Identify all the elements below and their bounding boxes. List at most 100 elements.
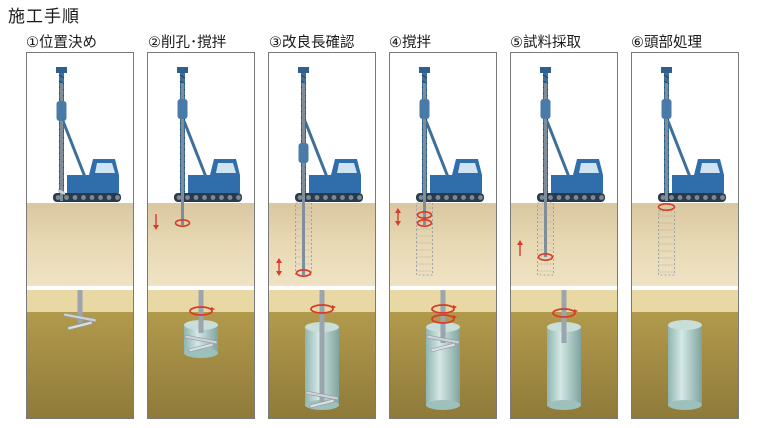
drill-rod xyxy=(302,83,305,275)
rotation-arrow-head xyxy=(453,315,457,319)
track-wheel xyxy=(331,195,337,200)
track-wheel xyxy=(323,195,328,200)
section-drill-rod xyxy=(77,290,83,323)
step-panel-5 xyxy=(510,52,618,419)
mast-lattice xyxy=(58,80,65,85)
drive-motor xyxy=(177,99,188,119)
section-gap xyxy=(269,286,375,290)
track-wheel xyxy=(210,195,216,200)
section-clay-layer xyxy=(27,312,133,418)
machine-body xyxy=(309,175,361,193)
arrow-head-up xyxy=(517,240,523,245)
section-rotation-ring xyxy=(189,306,213,316)
mast-head xyxy=(177,67,188,73)
track-wheel xyxy=(106,195,112,200)
upper-soil xyxy=(511,203,617,286)
upper-soil xyxy=(148,203,254,286)
rotation-arrow-head xyxy=(211,307,215,311)
drive-motor xyxy=(298,143,309,163)
backstay xyxy=(182,120,208,178)
mast-head xyxy=(56,67,67,73)
upper-soil xyxy=(390,203,496,286)
step-6-illustration xyxy=(632,53,738,418)
rotation-ring xyxy=(295,269,312,278)
step-panel-6 xyxy=(631,52,739,419)
rotation-ring xyxy=(416,211,433,220)
crawler-track xyxy=(53,193,121,202)
arrow-head-up xyxy=(276,258,282,263)
rotation-arrow-head xyxy=(332,305,336,309)
step-label-4: ④撹拌 xyxy=(389,35,431,51)
section-drill-rod xyxy=(440,290,446,343)
track-wheel xyxy=(115,195,120,200)
mixing-blade xyxy=(188,342,214,353)
track-wheel xyxy=(435,195,441,200)
mast-head xyxy=(661,67,672,73)
step-panel-1 xyxy=(26,52,134,419)
column-top xyxy=(668,320,702,330)
crawler-track xyxy=(174,193,242,202)
machine-body xyxy=(188,175,240,193)
track-wheel xyxy=(348,195,354,200)
track-wheel xyxy=(573,195,579,200)
section-gap xyxy=(27,286,133,290)
track-wheel xyxy=(297,195,303,200)
step-4-illustration xyxy=(390,53,496,418)
drive-motor xyxy=(661,99,672,119)
step-label-5: ⑤試料採取 xyxy=(510,35,581,51)
track-wheel xyxy=(227,195,233,200)
column-base xyxy=(547,400,581,410)
drive-motor xyxy=(56,101,67,121)
mixing-blade xyxy=(430,342,456,353)
track-wheel xyxy=(677,195,683,200)
step-panel-4 xyxy=(389,52,497,419)
track-wheel xyxy=(444,195,449,200)
track-wheel xyxy=(694,195,700,200)
section-gap xyxy=(148,286,254,290)
track-wheel xyxy=(660,195,666,200)
machine-body xyxy=(67,175,119,193)
rotation-arrow-head xyxy=(453,305,457,309)
track-wheel xyxy=(193,195,199,200)
track-wheel xyxy=(357,195,362,200)
step-label-2: ②削孔･撹拌 xyxy=(148,35,227,51)
mast-lattice xyxy=(300,74,307,79)
upper-soil xyxy=(27,203,133,286)
track-wheel xyxy=(340,195,345,200)
cab-window xyxy=(337,163,357,173)
mast-lattice xyxy=(542,74,549,79)
mast-lattice xyxy=(58,74,65,79)
mast-lattice xyxy=(179,80,186,85)
track-wheel xyxy=(185,195,190,200)
mast-head xyxy=(419,67,430,73)
track-wheel xyxy=(539,195,545,200)
track-wheel xyxy=(314,195,320,200)
step-panel-2 xyxy=(147,52,255,419)
track-wheel xyxy=(703,195,708,200)
machine-body xyxy=(430,175,482,193)
section-drill-rod xyxy=(319,290,325,403)
track-wheel xyxy=(720,195,725,200)
mixing-blade xyxy=(67,320,93,331)
mast-lattice xyxy=(300,80,307,85)
improved-column-outline xyxy=(537,202,554,276)
step-2-illustration xyxy=(148,53,254,418)
upper-soil xyxy=(269,203,375,286)
mast-lattice xyxy=(663,80,670,85)
section-sand-layer xyxy=(632,290,738,312)
track-wheel xyxy=(452,195,458,200)
page-title: 施工手順 xyxy=(8,7,80,27)
mast-lattice xyxy=(421,80,428,85)
crawler-track xyxy=(537,193,605,202)
step-3-illustration xyxy=(269,53,375,418)
drill-rod xyxy=(60,83,63,201)
arrow-head-down xyxy=(395,221,401,226)
track-wheel xyxy=(599,195,604,200)
mast-lattice xyxy=(421,74,428,79)
track-wheel xyxy=(461,195,466,200)
rotation-ring xyxy=(416,219,433,228)
section-gap xyxy=(390,286,496,290)
crawler-track xyxy=(658,193,726,202)
track-wheel xyxy=(478,195,483,200)
column-base xyxy=(426,400,460,410)
